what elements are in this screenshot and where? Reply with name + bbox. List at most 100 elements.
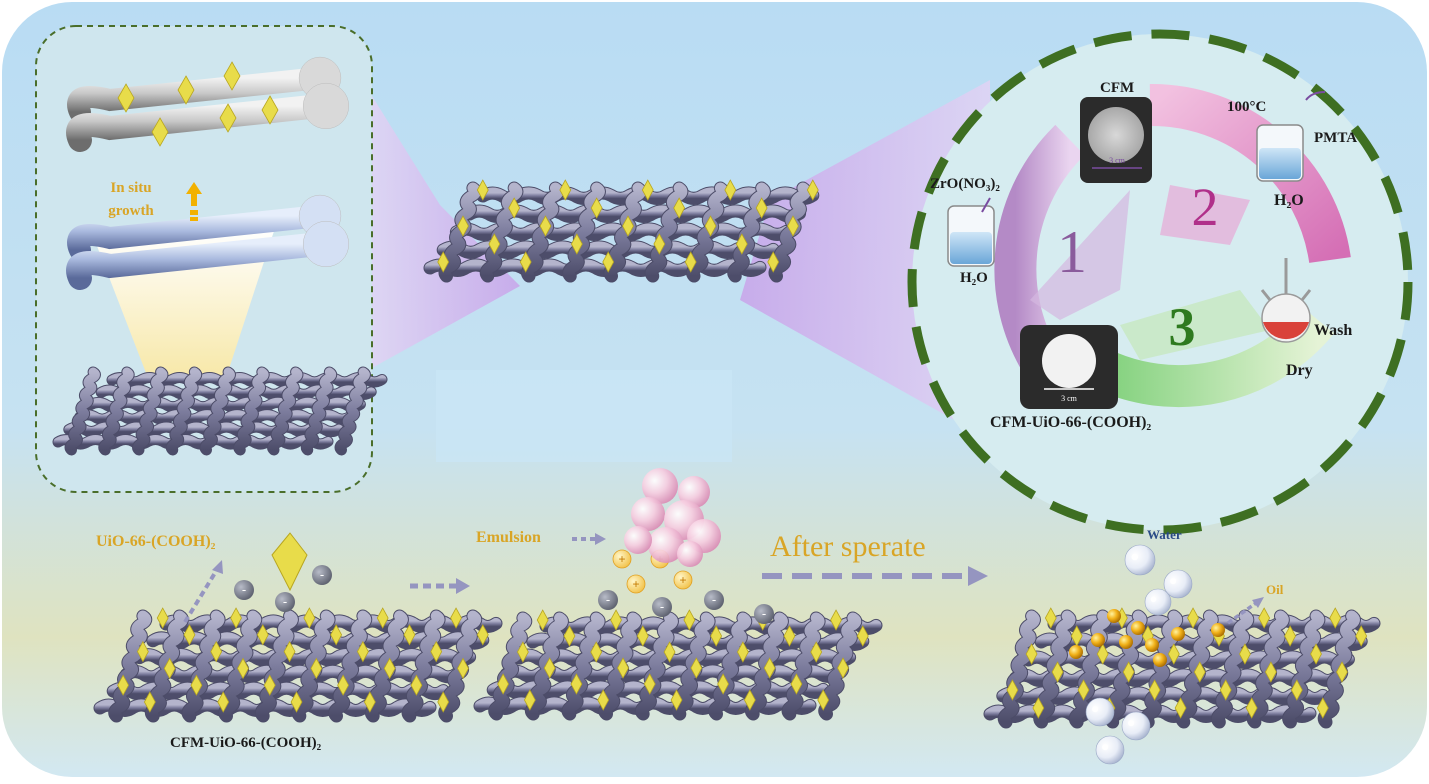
- h2o-right-label: H₂O: [1274, 192, 1304, 209]
- fiber-warp: [301, 367, 337, 455]
- uio-crystal: [410, 674, 423, 696]
- uio-crystal: [219, 103, 237, 133]
- uio-crystal: [670, 689, 683, 711]
- process-arrow-2-head: [968, 566, 988, 586]
- water-droplet: [1121, 711, 1151, 741]
- in-situ-label: In situ: [110, 180, 152, 196]
- uio-crystal: [190, 674, 203, 696]
- uio-crystal: [1310, 643, 1322, 665]
- uio-crystal: [1258, 607, 1271, 629]
- emulsion-bubble: [677, 541, 703, 567]
- uio-crystal: [559, 179, 572, 201]
- uio-crystal: [653, 233, 666, 255]
- emulsion-bubble: [648, 527, 684, 563]
- uio-crystal: [1329, 607, 1342, 629]
- uio-crystal: [539, 215, 552, 237]
- negative-charge: [704, 590, 724, 610]
- negative-charge-sign: -: [712, 592, 716, 607]
- uio-crystal: [787, 215, 799, 237]
- uio-crystal: [622, 215, 634, 237]
- blank-panel: [436, 370, 732, 462]
- emulsion-bubble: [624, 526, 652, 554]
- uio-crystal: [437, 251, 450, 273]
- uio-crystal: [450, 607, 462, 629]
- uio-crystal-icon: [271, 532, 308, 592]
- product-label: CFM-UiO-66-(COOH)₂: [990, 414, 1152, 431]
- uio-crystal: [1096, 643, 1109, 665]
- beaker-left-icon: [947, 205, 995, 267]
- uio-crystal: [310, 657, 323, 680]
- uio-crystal: [736, 641, 749, 663]
- uio-crystal: [163, 657, 176, 680]
- uio-crystal: [597, 689, 610, 711]
- uio-crystal: [143, 691, 156, 713]
- negative-charge: [598, 590, 618, 610]
- temperature-label: 100°C: [1227, 99, 1267, 115]
- uio-crystal: [1219, 679, 1232, 701]
- oil-droplets: [1069, 609, 1225, 667]
- uio-crystal: [1355, 625, 1368, 647]
- fiber-weft: [424, 259, 766, 276]
- negative-charge: [312, 565, 332, 585]
- negative-charge-sign: -: [660, 599, 664, 614]
- sector-2: [1160, 185, 1250, 245]
- negative-charge: [754, 604, 774, 624]
- oil-label: Oil: [1266, 582, 1284, 597]
- fiber-warp: [769, 182, 812, 282]
- uio-crystal: [1077, 679, 1090, 701]
- uio-crystal: [543, 657, 556, 679]
- step-1-label: 1: [1057, 219, 1087, 285]
- positive-charge-sign: +: [632, 577, 639, 591]
- oil-droplet: [1119, 635, 1133, 649]
- uio-crystal: [1316, 697, 1329, 719]
- uio-crystal: [183, 624, 196, 646]
- growth-arrow-dash-2: [190, 217, 198, 221]
- oil-droplet: [1145, 638, 1159, 652]
- uio-crystal: [237, 657, 249, 680]
- uio-crystal: [156, 607, 169, 629]
- fiber-warp: [563, 182, 605, 282]
- fiber-warp: [782, 612, 825, 720]
- oil-droplet: [1069, 645, 1083, 659]
- fiber-warp: [562, 612, 605, 720]
- zoom-beam-left: [372, 96, 520, 368]
- positive-charge: [626, 574, 646, 594]
- cfm-title: CFM: [1100, 80, 1135, 96]
- fiber-warp: [645, 182, 688, 282]
- product-scale-text: 3 cm: [1061, 394, 1078, 403]
- process-arrow-1-head: [456, 578, 470, 594]
- positive-charge-sign: +: [679, 573, 686, 587]
- uio-crystal: [636, 625, 649, 647]
- uio-crystal: [767, 251, 780, 273]
- water-droplets: [1085, 544, 1193, 765]
- uio-crystal: [403, 624, 416, 646]
- uio-crystal: [837, 657, 849, 679]
- fiber-warp: [182, 610, 225, 722]
- fiber-rod-end: [302, 220, 350, 268]
- fiber-warp: [99, 367, 134, 455]
- uio-crystal: [430, 640, 443, 663]
- fiber-warp: [166, 367, 202, 455]
- uio-crystal: [570, 673, 583, 695]
- uio-crystal: [457, 215, 469, 237]
- bare-fibers-top: [66, 56, 350, 152]
- uio-crystal: [810, 641, 823, 663]
- uio-crystal: [806, 179, 819, 201]
- uio-crystal: [437, 691, 450, 713]
- arc-step3: [1090, 306, 1335, 408]
- fiber-warp: [709, 612, 752, 720]
- uio-crystal: [151, 117, 169, 147]
- uio-crystal: [1044, 607, 1057, 629]
- uio-crystal: [641, 179, 654, 201]
- water-highlight: [1150, 596, 1157, 603]
- uio-crystal: [488, 233, 501, 255]
- oil-droplet: [1211, 623, 1225, 637]
- wash-label: Wash: [1314, 322, 1353, 339]
- uio-crystal: [724, 179, 737, 201]
- fiber-weft: [514, 649, 856, 666]
- uio-crystal: [1148, 679, 1161, 701]
- fiber-warp: [635, 612, 678, 720]
- uio-crystal: [337, 674, 350, 696]
